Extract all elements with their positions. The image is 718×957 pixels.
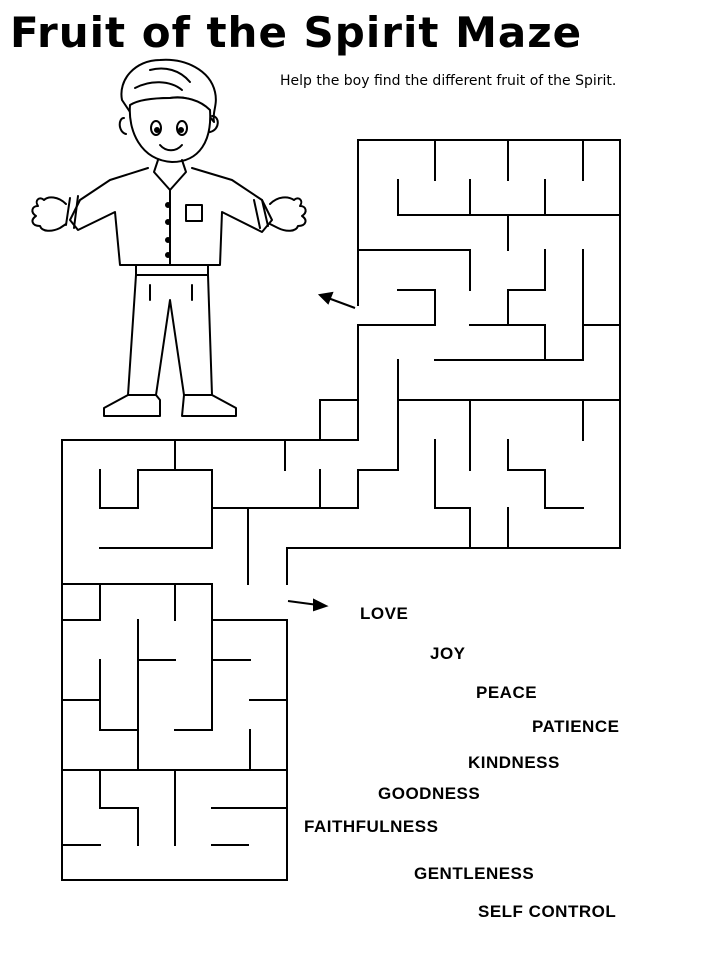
- fruit-peace: PEACE: [476, 683, 538, 702]
- fruit-gentleness: GENTLENESS: [414, 864, 535, 883]
- arrow-icon: [287, 291, 356, 612]
- instructions-text: Help the boy find the different fruit of…: [280, 73, 617, 89]
- fruit-faithfulness: FAITHFULNESS: [304, 817, 439, 836]
- fruit-patience: PATIENCE: [532, 717, 620, 736]
- fruit-goodness: GOODNESS: [378, 784, 481, 803]
- fruit-love: LOVE: [360, 604, 409, 623]
- fruit-self-control: SELF CONTROL: [478, 902, 617, 921]
- page-title: Fruit of the Spirit Maze: [10, 8, 583, 57]
- fruit-kindness: KINDNESS: [468, 753, 560, 772]
- fruit-joy: JOY: [430, 644, 466, 663]
